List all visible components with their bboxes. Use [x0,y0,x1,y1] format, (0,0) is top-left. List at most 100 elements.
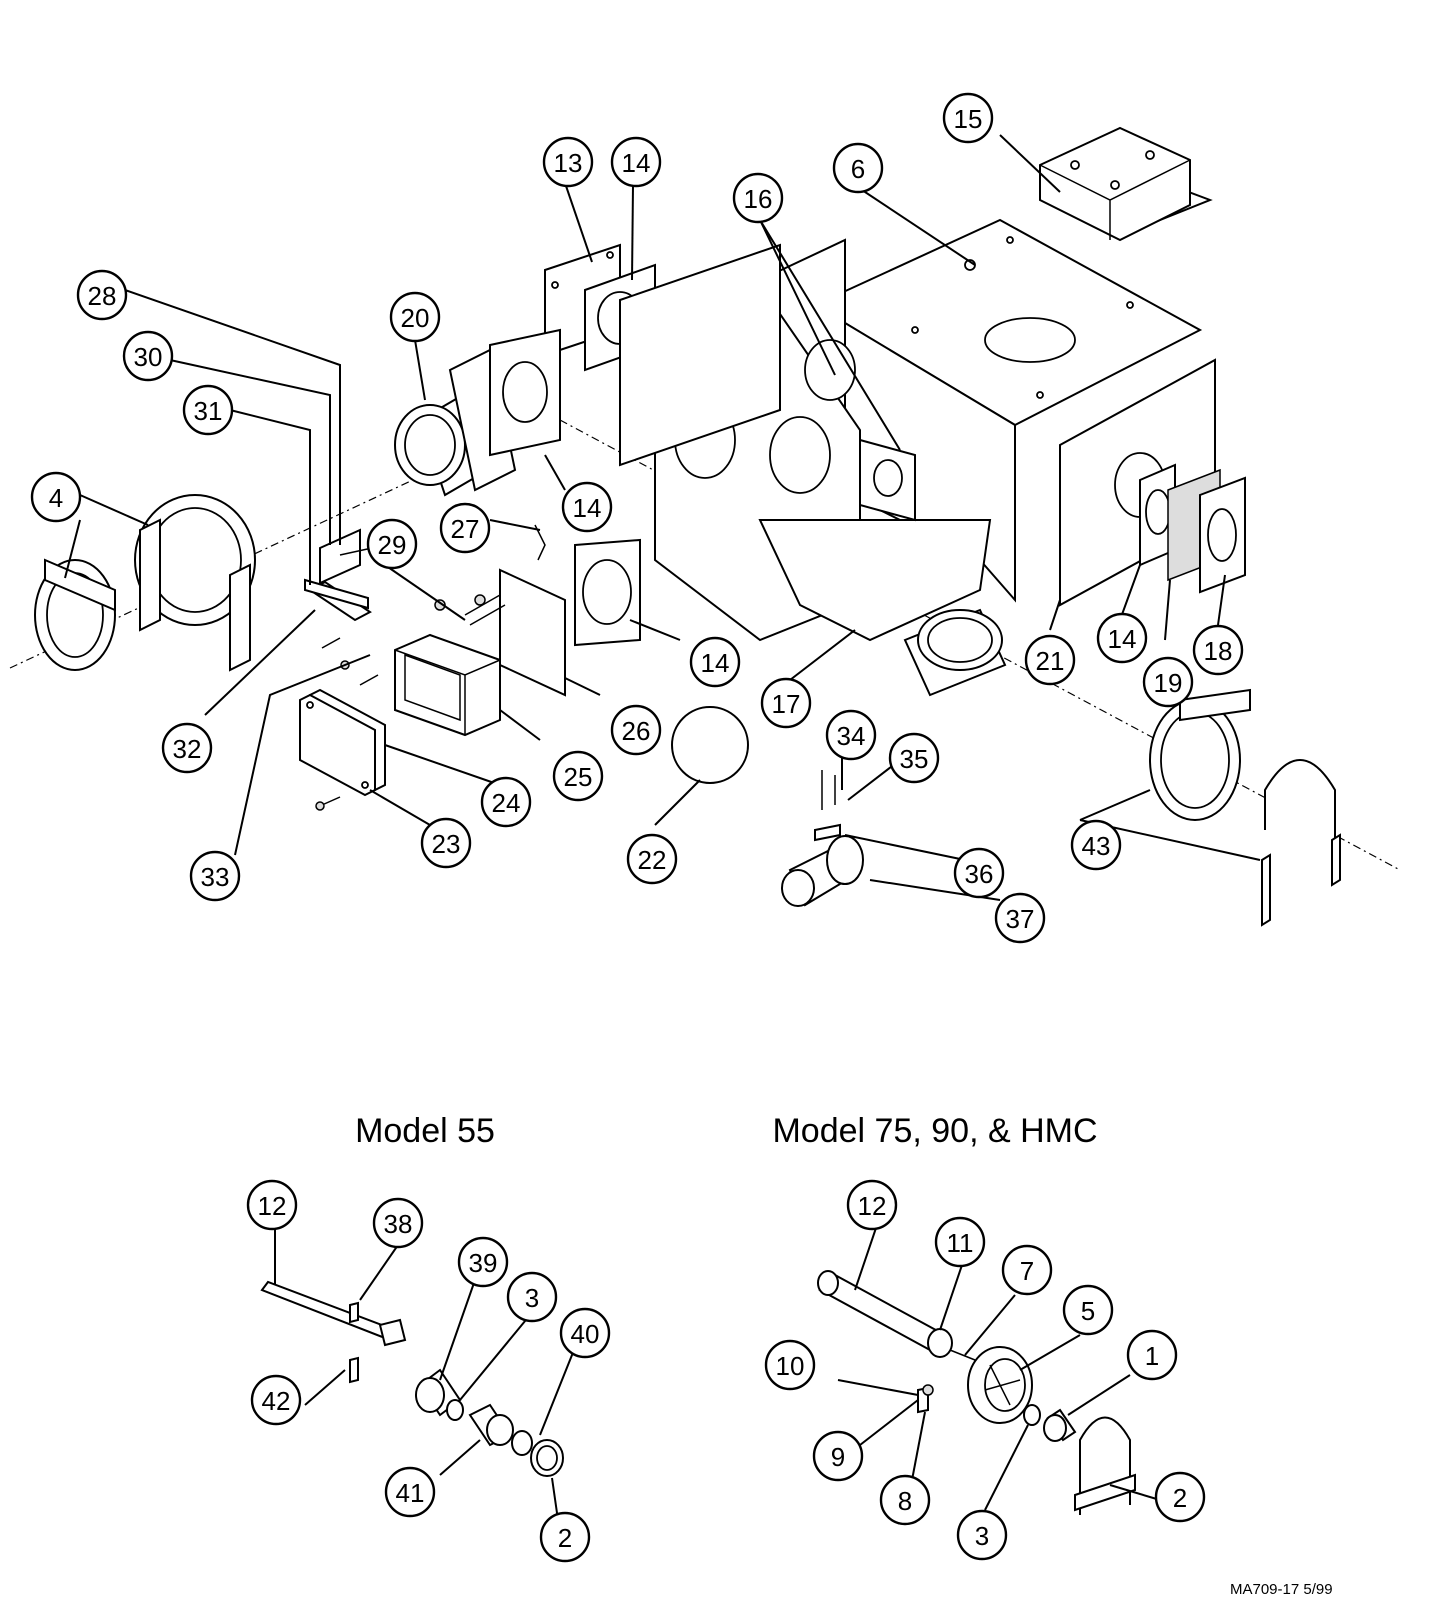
callout-circle [934,1216,986,1268]
callout-circle [1126,1329,1178,1381]
callout-c31: 31 [182,384,234,436]
callout-circle [561,481,613,533]
callout-circle [480,776,532,828]
part-4-clamp-left [134,494,256,672]
model-55-assembly: Model 55 [260,1112,564,1477]
part-36-clip [814,823,841,842]
part-18-retainer [1199,476,1246,594]
part-25-junction-box [394,633,501,737]
callout-circle [439,502,491,554]
callout-circle [888,732,940,784]
callout-circle [1070,819,1122,871]
callout-c25: 25 [552,750,604,802]
callout-m75_8: 8 [879,1474,931,1526]
callout-circle [1024,634,1076,686]
callout-label: 23 [432,829,461,859]
m75-part-3-washer [1023,1404,1041,1426]
callout-circle [542,136,594,188]
callout-label: 15 [954,104,983,134]
callout-c20: 20 [389,291,441,343]
callout-circle [825,709,877,761]
m55-part-3-washer [446,1399,464,1421]
callout-label: 3 [525,1283,539,1313]
m55-part-40-spacer [511,1430,533,1456]
callout-circle [161,722,213,774]
part-16-inner-plate [859,438,916,522]
m75-part-10-screw [922,1384,934,1396]
callout-circle [76,269,128,321]
callout-label: 14 [573,493,602,523]
callout-circle [420,817,472,869]
callout-label: 36 [965,859,994,889]
callout-c34: 34 [825,709,877,761]
callout-label: 16 [744,184,773,214]
part-27-clip [534,524,546,561]
callout-label: 42 [262,1386,291,1416]
callout-m55_2: 2 [539,1511,591,1563]
part-43-clamp-right [1149,688,1251,821]
part-26-cover-plate [499,568,566,697]
callout-label: 20 [401,303,430,333]
callout-label: 27 [451,514,480,544]
callout-circle [246,1179,298,1231]
callout-c16: 16 [732,172,784,224]
callout-label: 30 [134,342,163,372]
callout-circle [732,172,784,224]
callout-label: 29 [378,530,407,560]
callout-m75_3: 3 [956,1509,1008,1561]
callout-label: 6 [851,154,865,184]
callout-label: 12 [858,1191,887,1221]
m55-shaft [260,1280,407,1347]
m75-part-7-key [949,1349,976,1361]
callout-label: 18 [1204,636,1233,666]
callout-circle [1062,1284,1114,1336]
callout-label: 13 [554,148,583,178]
callout-label: 7 [1020,1256,1034,1286]
callout-circle [559,1307,611,1359]
model-75-assembly: Model 75, 90, & HMC [772,1112,1136,1515]
callout-circle [879,1474,931,1526]
callout-m75_9: 9 [812,1430,864,1482]
callout-circle [506,1271,558,1323]
callout-c37: 37 [994,892,1046,944]
model-55-title: Model 55 [355,1112,495,1150]
callout-c24: 24 [480,776,532,828]
model-75-title: Model 75, 90, & HMC [772,1112,1097,1150]
callout-label: 10 [776,1351,805,1381]
callout-circle [1001,1244,1053,1296]
callout-c14b: 14 [561,481,613,533]
callout-m75_11: 11 [934,1216,986,1268]
callout-circle [832,142,884,194]
callout-m55_41: 41 [384,1466,436,1518]
callout-circle [942,92,994,144]
part-32-bracket [304,578,372,622]
callout-circle [1142,656,1194,708]
part-15-cover-box [1039,126,1213,242]
frame-left-panel [619,243,781,467]
callout-c21: 21 [1024,634,1076,686]
part-6-hopper-top-plate [812,218,1203,427]
callout-circle [552,750,604,802]
callout-c4: 4 [30,471,82,523]
callout-label: 2 [1173,1483,1187,1513]
callout-circle [1096,612,1148,664]
part-17-outlet-tube [903,608,1007,697]
callout-m75_5: 5 [1062,1284,1114,1336]
callout-label: 40 [571,1319,600,1349]
callout-label: 14 [701,648,730,678]
callout-c14d: 14 [1096,612,1148,664]
callout-label: 14 [622,148,651,178]
callout-c18: 18 [1192,624,1244,676]
callout-circle [994,892,1046,944]
callout-m75_10: 10 [764,1339,816,1391]
lid-screw [315,796,341,811]
callout-label: 37 [1006,904,1035,934]
callout-circle [689,636,741,688]
part-43-u-bolt [1261,759,1341,927]
callout-circle [366,518,418,570]
callout-circle [384,1466,436,1518]
callout-label: 34 [837,721,866,751]
leader-lines-main [64,134,1261,901]
callout-c14a: 14 [610,136,662,188]
part-33-screw [321,637,379,686]
